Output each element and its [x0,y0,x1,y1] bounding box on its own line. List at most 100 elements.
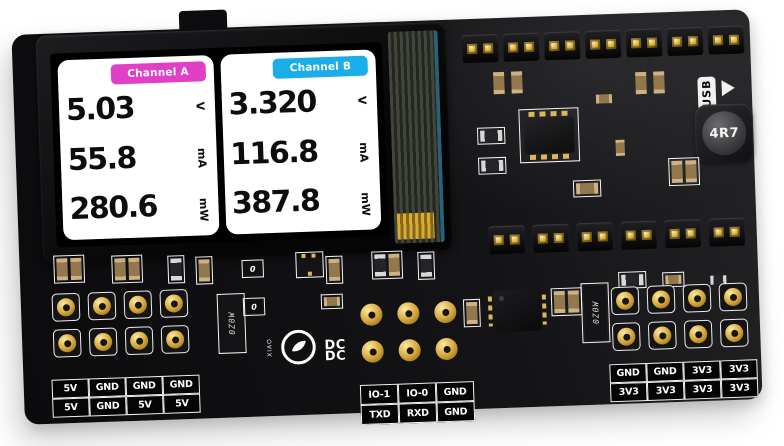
dcdc-label: DC DC [324,337,347,365]
capacitor [53,254,86,284]
channel-b-panel: Channel B 3.320 V 116.8 mA 387.8 mW [219,49,382,235]
solder-pad [88,327,118,357]
resistor [477,156,507,175]
pin-label: 3V3 [720,359,758,380]
pad-label-table-middle: IO-1 IO-0 GND TXD RXD GND [359,381,476,426]
pin-label: 3V3 [720,378,759,399]
reading-value: 55.8 [67,140,137,178]
header-socket [502,32,540,62]
solder-pad [159,289,189,318]
capacitor [653,71,665,94]
header-socket [461,34,499,64]
reading-unit: mA [194,147,209,169]
xiao-label: XIAO [266,338,274,357]
resistor [371,250,404,280]
reading-row: 5.03 V [64,81,209,136]
logo-badge [281,329,316,365]
header-socket [576,222,614,252]
pin-label: GND [162,374,201,395]
zero-ohm-resistor: 0 [241,259,265,279]
channel-a-panel: Channel A 5.03 V 55.8 mA 280.6 mW [57,54,220,241]
solder-pad [430,297,461,328]
reading-value: 387.8 [231,183,320,222]
header-socket [666,26,704,57]
display-module: Channel A 5.03 V 55.8 mA 280.6 mW [35,21,454,265]
header-socket [620,220,658,250]
pin-label: RXD [398,402,438,424]
solder-pad [160,324,190,354]
solder-pad [124,326,154,356]
pad-grid-middle [356,297,462,368]
capacitor [195,256,214,285]
capacitor [668,157,701,187]
pin-label: 5V [126,394,164,416]
capacitor [111,254,144,284]
capacitor [635,71,647,95]
reading-row: 55.8 mA [66,131,211,186]
capacitor [572,179,602,198]
reading-row: 116.8 mA [228,125,373,180]
pin-label: IO-0 [397,382,437,404]
resistor [417,251,436,280]
usb-arrow-icon [721,79,735,97]
header-socket [664,219,702,249]
display-connector [387,30,445,244]
reading-row: 3.320 V [227,76,372,131]
solder-pad [87,291,117,321]
pin-label: 5V [163,393,201,414]
pad-grid-right [610,282,749,352]
capacitor [462,298,481,328]
capacitor [615,139,626,156]
capacitor [550,287,583,317]
solder-pad [357,336,388,367]
solder-pad [719,318,749,348]
solder-pad [682,283,712,313]
reading-unit: mW [196,197,211,222]
pin-label: GND [646,361,684,383]
reading-row: 387.8 mW [230,175,375,230]
inductor-marking: 4R7 [709,125,740,142]
pin-label: GND [88,377,127,398]
pin-label: GND [435,381,475,403]
reading-unit: V [192,101,207,111]
pin-label: 5V [51,378,90,399]
pad-label-table-left: 5V GND GND GND 5V GND 5V 5V [51,374,201,418]
header-socket [543,31,581,61]
header-socket [532,223,570,253]
solder-pad [356,299,387,330]
reading-value: 3.320 [227,84,317,123]
solder-pad [611,322,641,352]
pad-label-table-right: GND GND 3V3 3V3 3V3 3V3 3V3 3V3 [609,359,759,403]
capacitor [595,94,613,104]
zero-ohm-resistor: 0 [242,297,266,317]
pin-label: 5V [52,397,90,418]
reading-unit: mA [356,142,371,163]
pin-label: IO-1 [359,383,399,406]
capacitor [325,255,344,285]
capacitor [320,293,344,310]
pin-label: GND [436,401,476,423]
solder-pad [393,298,424,329]
pin-label: TXD [360,403,400,426]
reading-value: 5.03 [65,90,135,128]
resistor [476,126,506,145]
pin-label: 3V3 [609,382,648,403]
pin-label: 3V3 [683,379,722,400]
pin-label: GND [125,375,164,397]
solder-pad [51,292,81,322]
solder-pad [683,319,713,349]
tantalum-ic-right: 0Z0W [580,282,611,344]
pcb-board: Channel A 5.03 V 55.8 mA 280.6 mW [11,9,763,426]
solder-pad [647,320,677,350]
display-screen: Channel A 5.03 V 55.8 mA 280.6 mW [50,42,389,248]
pin1-dot [498,295,505,302]
reading-row: 280.6 mW [68,180,213,235]
power-inductor: 4R7 [694,103,755,164]
capacitor [511,71,523,94]
reading-value: 116.8 [229,133,319,172]
solder-pad [431,333,462,364]
solder-pad [610,286,640,316]
reading-value: 280.6 [68,189,158,228]
pad-grid-left [51,289,190,358]
